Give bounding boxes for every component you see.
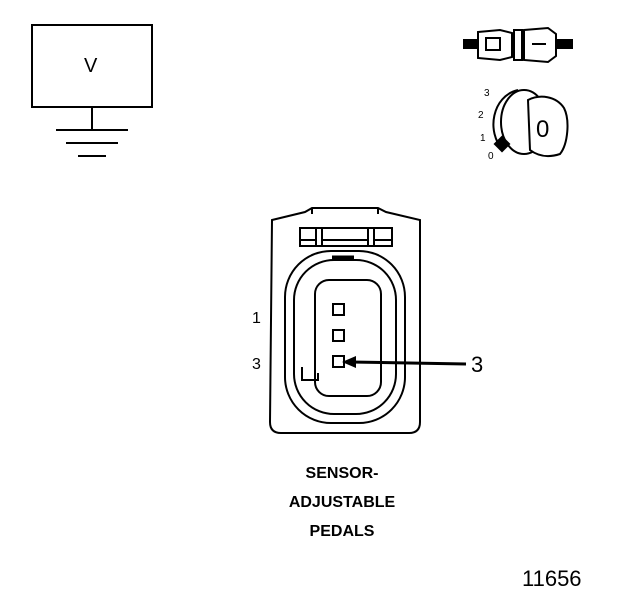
callout-arrowhead bbox=[342, 356, 356, 368]
callout-arrow-line bbox=[349, 360, 467, 366]
connector-cavity bbox=[314, 279, 382, 397]
pin-label-1: 1 bbox=[252, 310, 261, 327]
probe-left-tip bbox=[463, 39, 479, 49]
connector-latch bbox=[299, 227, 393, 247]
probe-right-tip bbox=[555, 39, 573, 49]
caption-line-1: SENSOR- bbox=[305, 465, 379, 482]
caption-line-3: PEDALS bbox=[309, 523, 375, 540]
probe-left-pin bbox=[485, 37, 501, 51]
voltmeter-symbol bbox=[31, 24, 153, 157]
selector-position-2: 2 bbox=[478, 110, 484, 121]
dial-knob bbox=[526, 95, 569, 158]
terminal-cavity-1 bbox=[332, 303, 345, 316]
connector-shroud-outer bbox=[284, 250, 406, 424]
selector-position-3: 3 bbox=[484, 88, 490, 99]
selector-position-0: 0 bbox=[488, 151, 494, 162]
test-probe-icon bbox=[463, 26, 573, 64]
polarizing-key-side bbox=[301, 367, 319, 381]
callout-label: 3 bbox=[471, 352, 484, 377]
selector-position-1: 1 bbox=[480, 133, 486, 144]
selector-dial-icon bbox=[492, 89, 569, 158]
latch-tab-right bbox=[367, 227, 375, 247]
pin-label-3: 3 bbox=[252, 356, 261, 373]
voltmeter-label: V bbox=[84, 55, 98, 77]
caption-line-2: ADJUSTABLE bbox=[288, 494, 396, 511]
terminal-cavity-3 bbox=[332, 355, 345, 368]
dial-pointer bbox=[493, 135, 511, 153]
sensor-connector bbox=[268, 207, 467, 434]
latch-tab-left bbox=[315, 227, 323, 247]
figure-number: 11656 bbox=[522, 566, 582, 591]
terminal-cavity-2 bbox=[332, 329, 345, 342]
dial-readout: 0 bbox=[536, 116, 550, 143]
connector-housing bbox=[268, 207, 421, 434]
probe-gap bbox=[513, 29, 523, 61]
